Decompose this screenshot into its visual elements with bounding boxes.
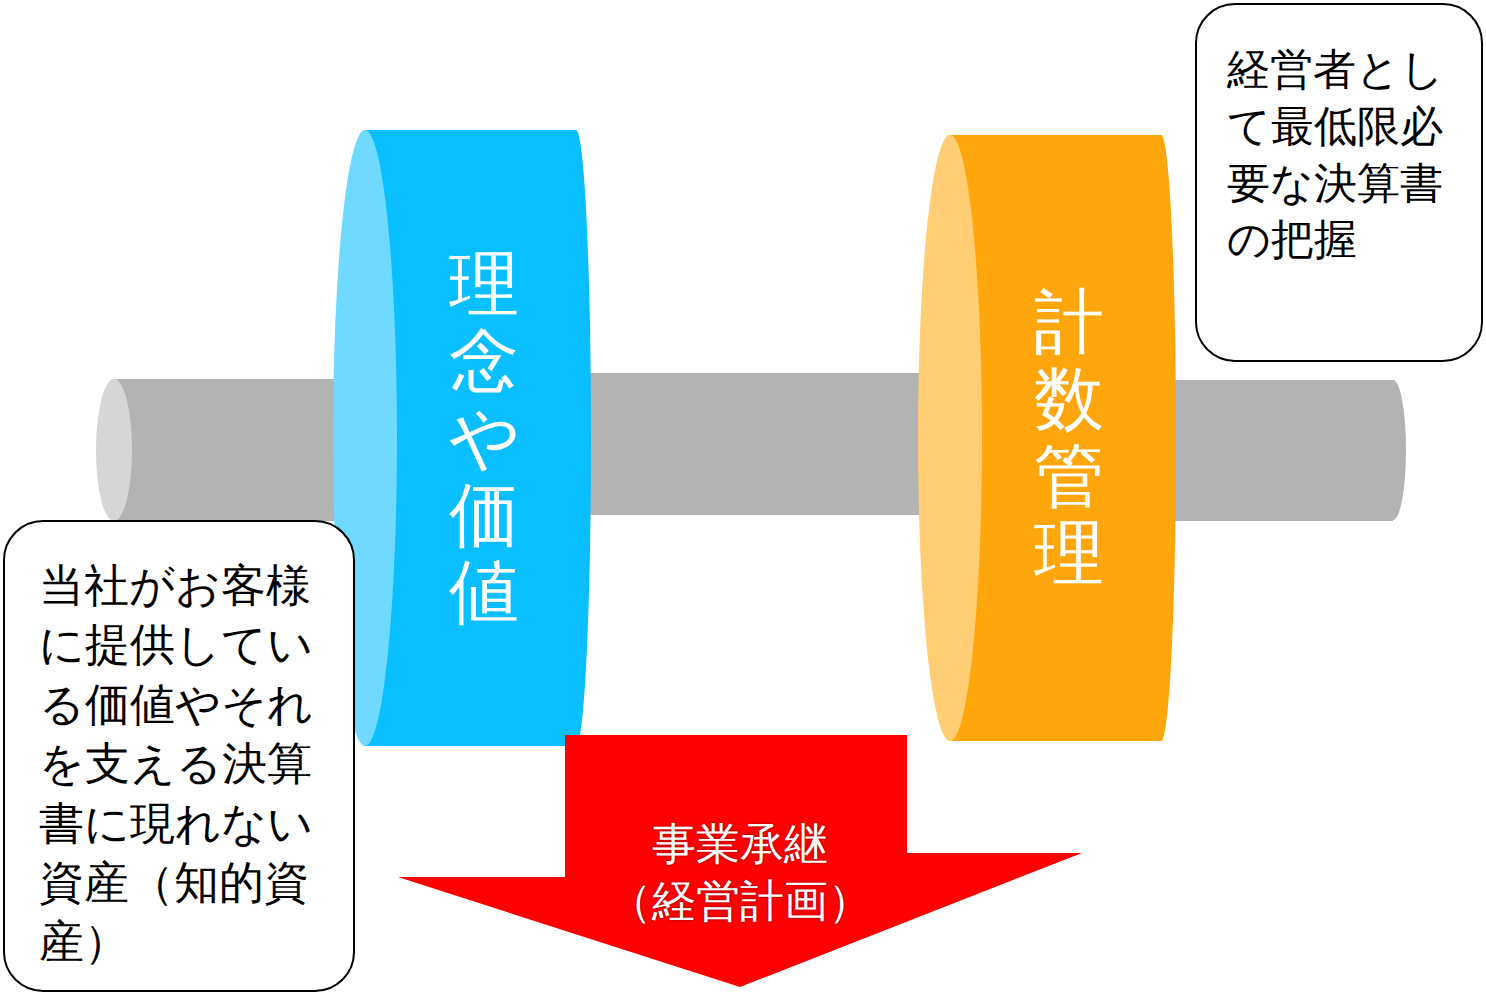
- callout-text: 当社がお客様に提供している価値やそれを支える決算書に現れない資産（知的資産）: [39, 556, 327, 972]
- disc-body: [365, 130, 591, 746]
- down-arrow: 事業承継（経営計画）: [398, 735, 1082, 987]
- arrow-label: 事業承継: [652, 815, 828, 872]
- callout-box: 経営者として最低限必要な決算書の把握: [1195, 3, 1483, 362]
- numbers-disc: 計数管理: [918, 135, 1176, 741]
- bar-middle: [560, 373, 960, 515]
- arrow-body: [398, 735, 1082, 987]
- bar-right: [1140, 380, 1406, 521]
- disc-body: [950, 135, 1176, 741]
- callout-box: 当社がお客様に提供している価値やそれを支える決算書に現れない資産（知的資産）: [3, 520, 355, 992]
- callout-text: 経営者として最低限必要な決算書の把握: [1227, 41, 1453, 268]
- disc-label: 計数管理: [1034, 284, 1104, 592]
- arrow-label: （経営計画）: [608, 872, 872, 929]
- philosophy-disc: 理念や価値: [333, 130, 591, 746]
- disc-label: 理念や価値: [449, 246, 519, 631]
- disc-face: [918, 135, 982, 741]
